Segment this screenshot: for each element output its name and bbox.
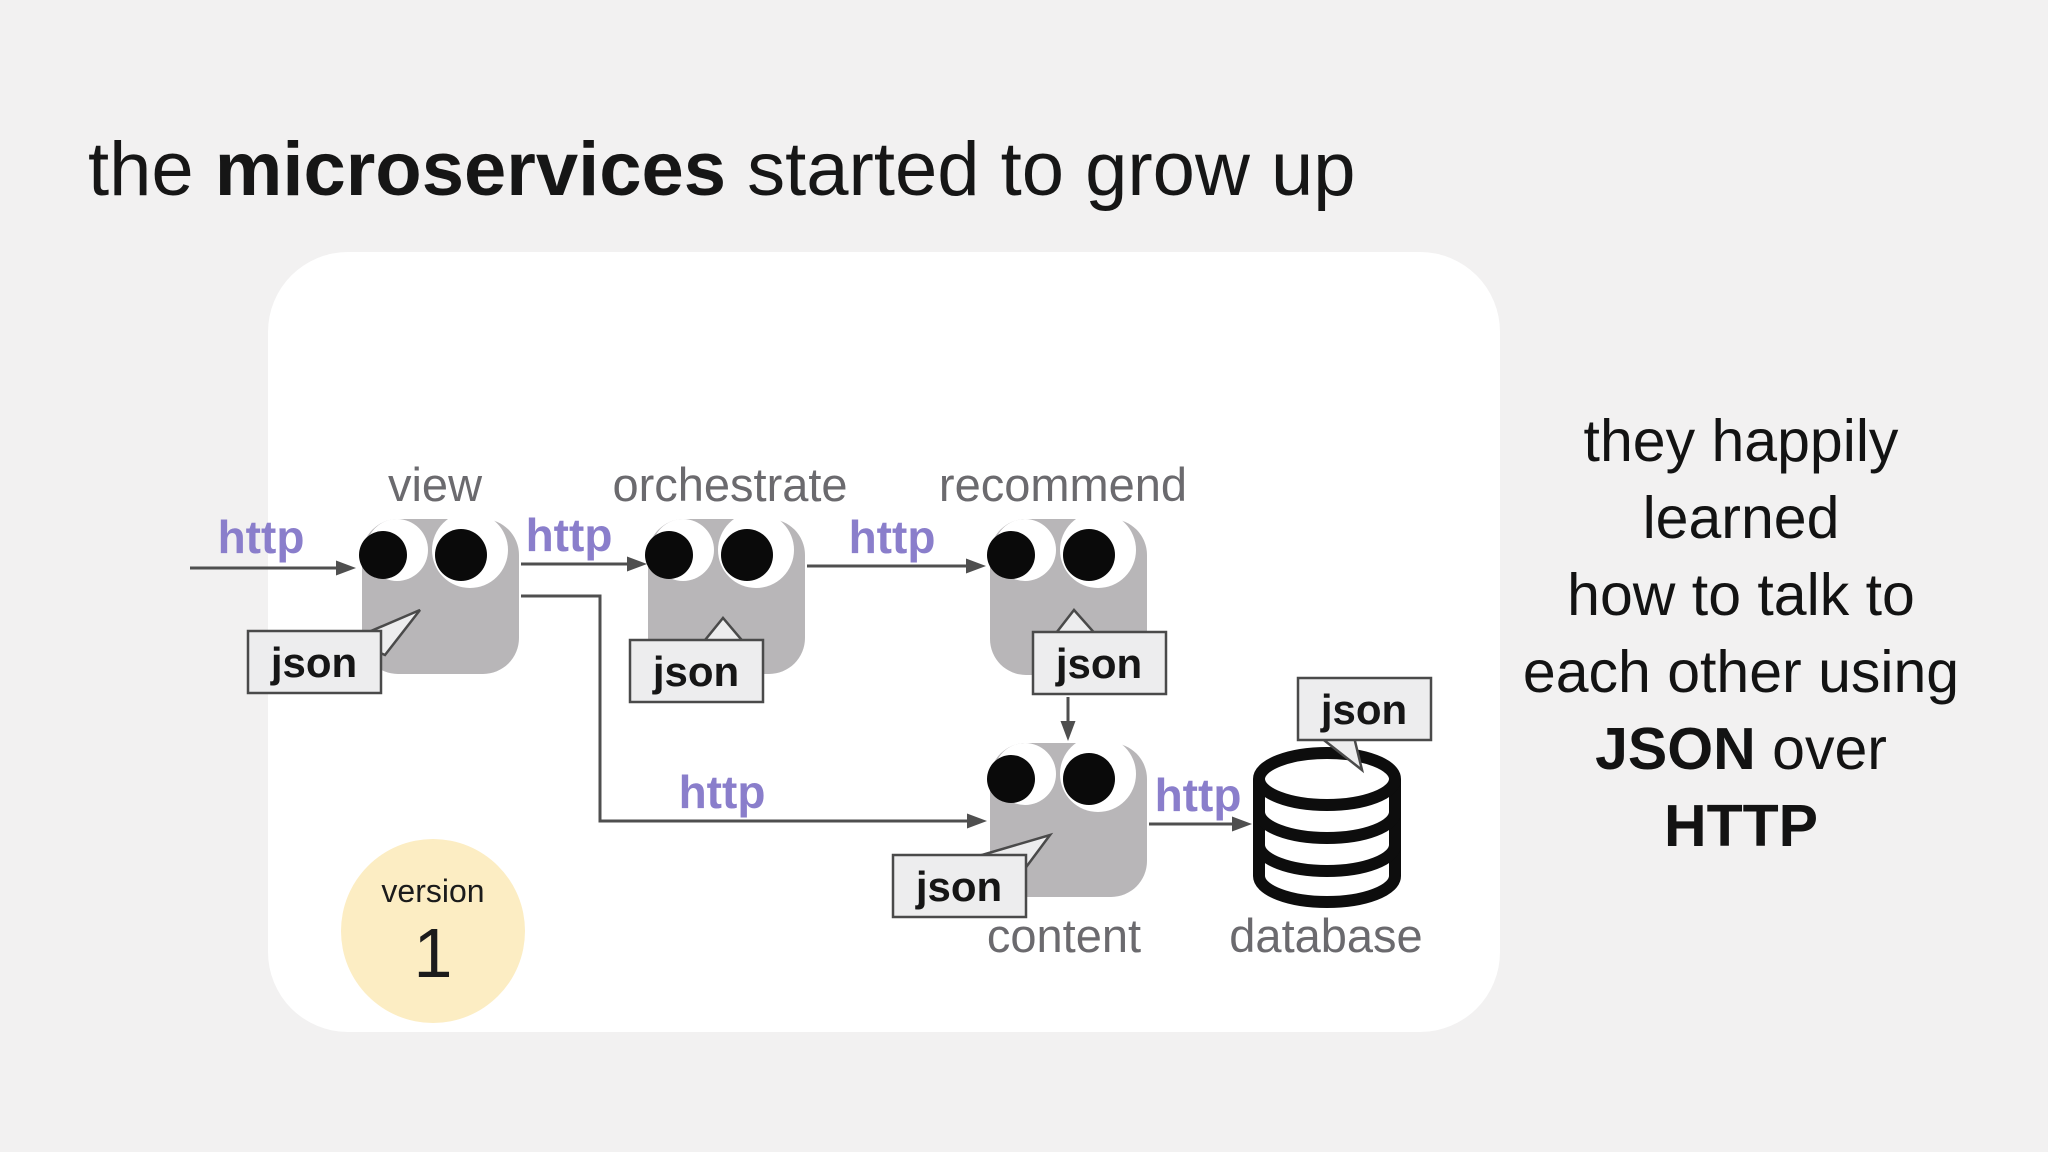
side-caption-line: they happily (1481, 403, 2001, 480)
eye-pupil-icon (987, 531, 1035, 579)
eye-pupil-icon (1063, 529, 1115, 581)
side-caption-line: how to talk to (1481, 557, 2001, 634)
json-bubble-view: json (246, 608, 421, 695)
http-label: http (218, 511, 305, 563)
label-orchestrate: orchestrate (612, 458, 847, 511)
version-circle (341, 839, 525, 1023)
bubble-box (628, 638, 765, 704)
side-caption-text: how to talk to (1567, 562, 1915, 628)
database-ring (1253, 811, 1401, 844)
bubble-box (1296, 676, 1433, 742)
database-icon (1253, 747, 1401, 908)
arrowhead-view-content (967, 813, 987, 829)
arrows (190, 556, 1252, 832)
arrowhead-in-view (336, 560, 356, 576)
title-suffix: started to grow up (726, 127, 1356, 212)
title-prefix: the (88, 127, 215, 212)
side-caption-text-bold: HTTP (1663, 793, 1819, 859)
eye-pupil-icon (435, 529, 487, 581)
json-label: json (1055, 640, 1142, 687)
eye-pupil-icon (1063, 753, 1115, 805)
eye-pupil-icon (645, 531, 693, 579)
version-number: 1 (414, 914, 453, 992)
database-top (1253, 747, 1401, 811)
http-label: http (849, 511, 936, 563)
eye-pupil-icon (359, 531, 407, 579)
side-caption-text: they happily (1583, 408, 1899, 474)
http-label: http (679, 766, 766, 818)
title-emphasis: microservices (214, 127, 727, 212)
bubble-box (1031, 630, 1168, 696)
arrowhead-orchestrate-recommend (966, 558, 986, 574)
database-ring (1253, 844, 1401, 877)
version-caption: version (381, 873, 484, 909)
arrowhead-view-orchestrate (627, 556, 647, 572)
arrow-view-content (521, 594, 968, 823)
bubble-box (891, 853, 1028, 919)
json-label: json (270, 639, 357, 686)
side-caption-line: learned (1481, 480, 2001, 557)
arrowhead-recommend-content (1060, 721, 1076, 741)
json-label: json (915, 863, 1002, 910)
side-caption-line: JSON over (1481, 711, 2001, 788)
label-recommend: recommend (939, 458, 1187, 511)
side-caption-line: each other using (1481, 634, 2001, 711)
json-bubble-recommend: json (1031, 608, 1168, 696)
json-bubble-database: json (1296, 676, 1433, 774)
diagram-panel (268, 252, 1500, 1032)
side-caption-text: over (1755, 716, 1887, 782)
json-label: json (1320, 686, 1407, 733)
side-caption-text: learned (1642, 485, 1840, 551)
eye-pupil-icon (721, 529, 773, 581)
version-badge: version 1 (341, 839, 525, 1023)
service-orchestrate (645, 512, 805, 674)
side-caption: they happily learned how to talk to each… (1481, 403, 2001, 865)
json-bubble-content: json (891, 832, 1054, 919)
arrowhead-content-database (1232, 816, 1252, 832)
json-bubble-orchestrate: json (628, 616, 765, 704)
bubble-box (246, 629, 383, 695)
http-label: http (1155, 769, 1242, 821)
label-database: database (1229, 909, 1422, 962)
side-caption-text-bold: JSON (1595, 716, 1756, 782)
side-caption-text: each other using (1522, 639, 1960, 705)
eye-pupil-icon (987, 755, 1035, 803)
http-label: http (526, 509, 613, 561)
label-view: view (388, 458, 483, 511)
side-caption-line: HTTP (1481, 788, 2001, 865)
json-label: json (652, 648, 739, 695)
slide-title: the microservices started to grow up (88, 130, 1355, 210)
